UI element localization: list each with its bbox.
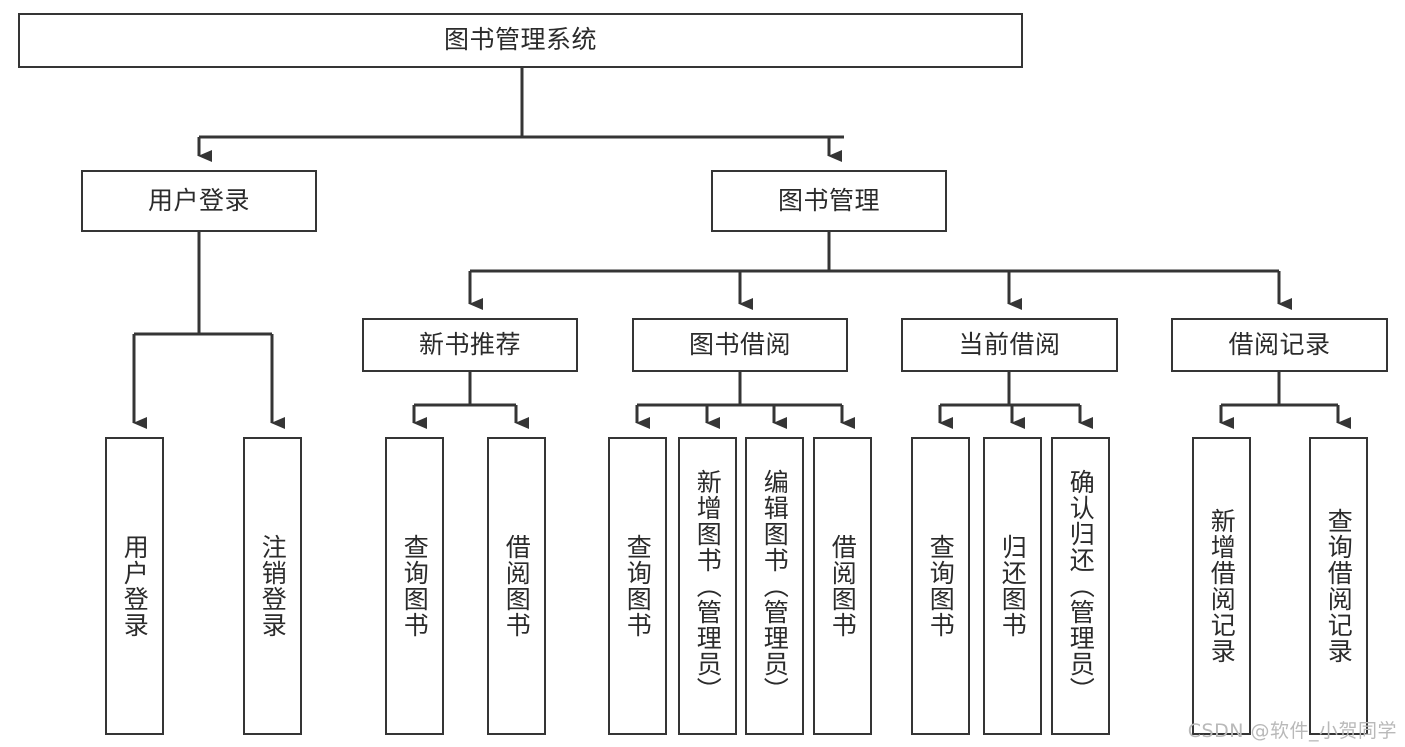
node-leaf-br-query-record[interactable]: 查询借阅记录 xyxy=(1309,437,1368,735)
node-leaf-logout-label: 注销登录 xyxy=(258,534,288,638)
node-root-label: 图书管理系统 xyxy=(443,25,597,55)
node-leaf-bb-add-book-label: 新增图书（管理员） xyxy=(693,469,723,703)
node-book-management[interactable]: 图书管理 xyxy=(711,170,947,232)
node-leaf-rec-borrow-book[interactable]: 借阅图书 xyxy=(487,437,546,735)
node-borrow-record-label: 借阅记录 xyxy=(1228,329,1331,359)
node-new-book-recommend-label: 新书推荐 xyxy=(418,329,521,359)
node-leaf-bb-query-book[interactable]: 查询图书 xyxy=(608,437,667,735)
node-borrow-record[interactable]: 借阅记录 xyxy=(1171,318,1388,372)
node-leaf-cb-confirm-return-label: 确认归还（管理员） xyxy=(1066,469,1096,703)
node-leaf-rec-query-book-label: 查询图书 xyxy=(400,534,430,638)
node-leaf-cb-return-book-label: 归还图书 xyxy=(998,534,1028,638)
node-leaf-user-login-label: 用户登录 xyxy=(120,534,150,638)
node-leaf-bb-add-book[interactable]: 新增图书（管理员） xyxy=(678,437,737,735)
node-leaf-br-query-record-label: 查询借阅记录 xyxy=(1324,508,1354,664)
node-leaf-logout[interactable]: 注销登录 xyxy=(243,437,302,735)
node-current-borrow-label: 当前借阅 xyxy=(958,329,1061,359)
node-leaf-rec-borrow-book-label: 借阅图书 xyxy=(502,534,532,638)
node-leaf-cb-confirm-return[interactable]: 确认归还（管理员） xyxy=(1051,437,1110,735)
node-leaf-bb-borrow-book-label: 借阅图书 xyxy=(828,534,858,638)
node-leaf-rec-query-book[interactable]: 查询图书 xyxy=(385,437,444,735)
node-leaf-cb-query-book-label: 查询图书 xyxy=(926,534,956,638)
node-leaf-bb-query-book-label: 查询图书 xyxy=(623,534,653,638)
node-book-borrow[interactable]: 图书借阅 xyxy=(632,318,848,372)
node-leaf-user-login[interactable]: 用户登录 xyxy=(105,437,164,735)
node-new-book-recommend[interactable]: 新书推荐 xyxy=(362,318,578,372)
node-leaf-cb-query-book[interactable]: 查询图书 xyxy=(911,437,970,735)
node-current-borrow[interactable]: 当前借阅 xyxy=(901,318,1118,372)
node-leaf-br-add-record-label: 新增借阅记录 xyxy=(1207,508,1237,664)
node-root[interactable]: 图书管理系统 xyxy=(18,13,1023,68)
node-book-borrow-label: 图书借阅 xyxy=(688,329,791,359)
node-leaf-bb-edit-book[interactable]: 编辑图书（管理员） xyxy=(745,437,804,735)
csdn-watermark: CSDN @软件_小贺同学 xyxy=(1187,720,1397,742)
node-leaf-bb-borrow-book[interactable]: 借阅图书 xyxy=(813,437,872,735)
node-leaf-br-add-record[interactable]: 新增借阅记录 xyxy=(1192,437,1251,735)
node-leaf-bb-edit-book-label: 编辑图书（管理员） xyxy=(760,469,790,703)
node-book-management-label: 图书管理 xyxy=(777,185,880,215)
node-user-login-label: 用户登录 xyxy=(147,185,250,215)
node-leaf-cb-return-book[interactable]: 归还图书 xyxy=(983,437,1042,735)
node-user-login[interactable]: 用户登录 xyxy=(81,170,317,232)
